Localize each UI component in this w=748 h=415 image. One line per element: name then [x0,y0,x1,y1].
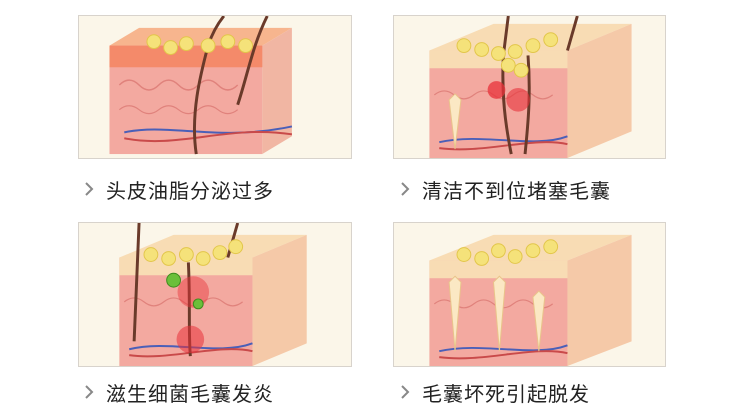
chevron-right-icon [400,181,410,197]
chevron-right-icon [400,384,410,400]
bacteria-cell [166,272,181,288]
diagram-panel-1 [78,15,352,159]
follicle-necrosis-illustration [394,223,665,366]
oil-droplets [146,34,253,55]
caption-text: 滋生细菌毛囊发炎 [106,381,274,406]
diagram-panel-3 [78,222,352,367]
caption-text: 清洁不到位堵塞毛囊 [422,178,611,203]
caption-4: 毛囊坏死引起脱发 [400,377,590,407]
dead-follicle [448,275,462,352]
caption-text: 头皮油脂分泌过多 [106,178,274,203]
oil-droplets [143,239,244,266]
caption-1: 头皮油脂分泌过多 [84,174,274,204]
skin-side-face [262,27,292,155]
bacteria-inflammation-illustration [79,223,351,366]
chevron-right-icon [84,181,94,197]
blood-vessel-red [124,131,293,143]
clogged-pore [487,81,506,99]
chevron-right-icon [84,384,94,400]
dead-follicle [492,275,506,352]
skin-top-surface [109,27,292,46]
caption-3: 滋生细菌毛囊发炎 [84,377,274,407]
diagram-panel-2 [393,15,666,159]
blood-vessel-blue [124,125,293,134]
scalp-oil-illustration [79,16,351,158]
caption-text: 毛囊坏死引起脱发 [422,381,590,406]
oil-droplets [456,32,559,78]
caption-2: 清洁不到位堵塞毛囊 [400,174,611,204]
oil-droplets [456,239,559,266]
diagram-panel-4 [393,222,666,367]
bacteria-cell [192,298,204,310]
blocked-follicle-illustration [394,16,665,158]
inflammation-spot [506,87,530,112]
